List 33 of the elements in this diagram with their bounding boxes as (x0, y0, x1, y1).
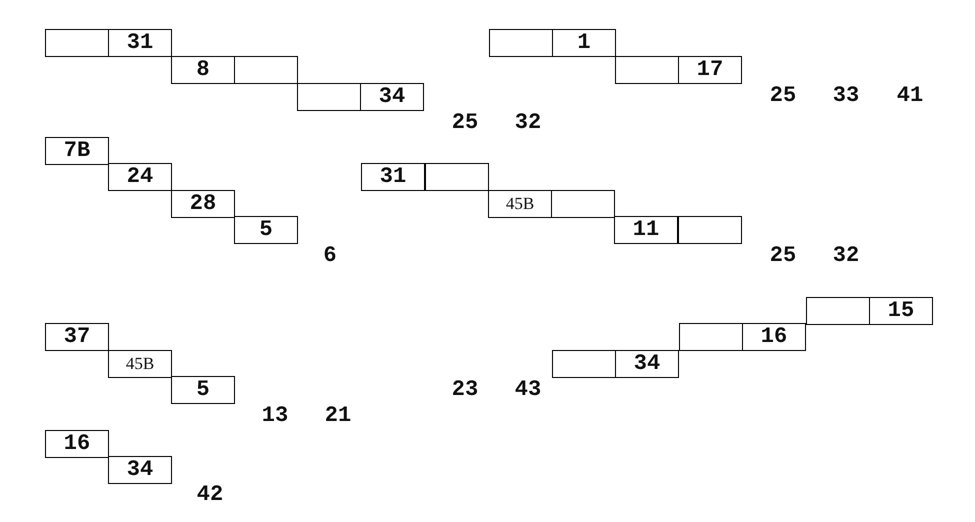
number-cell: 7B (45, 137, 109, 165)
number-label: 13 (262, 403, 288, 429)
number-label: 33 (832, 83, 860, 109)
number-label: 32 (832, 243, 860, 269)
number-cell: 5 (234, 216, 298, 244)
number-label: 21 (324, 403, 352, 429)
number-label: 41 (896, 83, 924, 109)
number-cell: 24 (108, 163, 172, 191)
number-cell: 45B (108, 350, 172, 378)
number-label: 23 (452, 377, 478, 403)
number-cell: 8 (171, 56, 235, 84)
number-cell: 34 (108, 456, 172, 484)
number-cell: 16 (742, 323, 806, 351)
number-cell: 45B (488, 190, 552, 218)
number-label: 42 (196, 482, 224, 508)
number-label: 32 (514, 110, 542, 136)
number-cell: 34 (615, 350, 679, 378)
number-cell: 31 (361, 163, 425, 191)
number-cell: 15 (869, 297, 933, 325)
number-label: 25 (770, 243, 796, 269)
number-label: 25 (770, 83, 796, 109)
number-cell: 5 (171, 376, 235, 404)
number-label: 43 (514, 377, 542, 403)
number-cell: 28 (171, 190, 235, 218)
number-cell: 1 (552, 29, 616, 57)
number-cell: 37 (45, 323, 109, 351)
number-cell: 17 (678, 56, 742, 84)
number-cell: 31 (108, 29, 172, 57)
number-label: 6 (323, 243, 337, 269)
number-cell: 16 (45, 430, 109, 458)
number-cell: 11 (614, 216, 678, 244)
number-cell: 34 (360, 83, 424, 111)
number-label: 25 (452, 110, 478, 136)
